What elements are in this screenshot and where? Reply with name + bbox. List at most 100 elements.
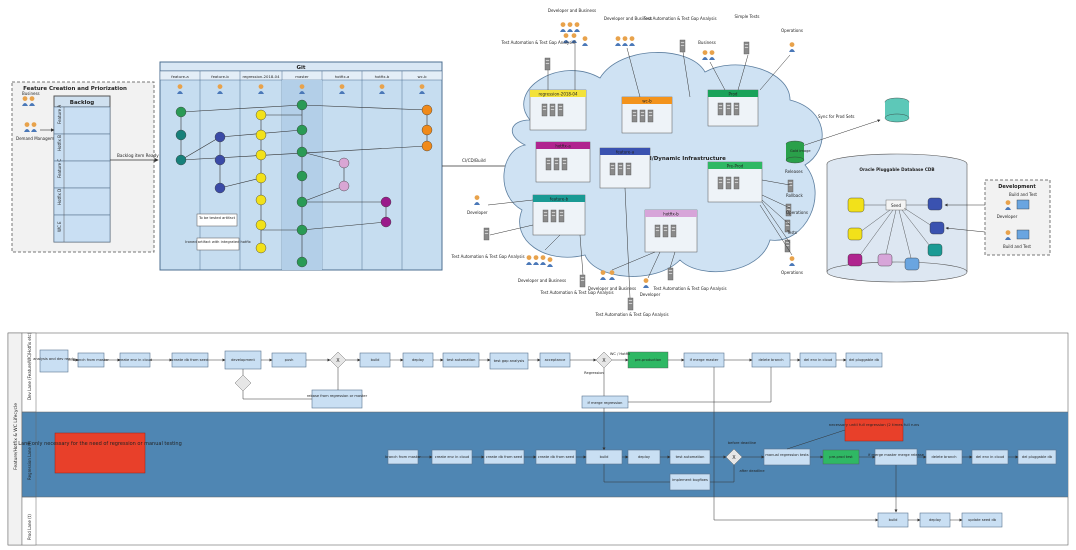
step: deploy <box>638 455 651 459</box>
step: test automation <box>676 455 705 459</box>
git-note-ironed: Ironed artifact with integrated hotfix <box>185 240 251 244</box>
role-label: Operations <box>781 270 803 275</box>
step: if merge regression <box>588 401 623 405</box>
step: create db from seed <box>538 455 574 459</box>
backlog-item: WC E <box>57 221 62 232</box>
env-label: regression-2018-04 <box>539 92 578 97</box>
dev-label: Build and Test <box>1009 192 1037 197</box>
step-note: after deadline <box>739 469 765 473</box>
role-label: Developer and Business <box>518 278 566 283</box>
db-cylinder <box>884 97 910 123</box>
env-box: regression-2018-04 <box>529 89 587 131</box>
lane1-flow: analysis and dev ready branch from maste… <box>33 349 883 409</box>
role-label: Test Automation & Test Gap Analysis <box>500 40 574 45</box>
role-label: Test Automation & Test Gap Analysis <box>450 254 524 259</box>
step: acceptance <box>545 358 567 362</box>
business-label: Business <box>22 91 40 96</box>
step: del env in cloud <box>804 358 833 362</box>
branch-label: regression-2018-04 <box>242 74 280 79</box>
step: test automation <box>447 358 476 362</box>
step: create db from seed <box>486 455 522 459</box>
git-panel: Git feature-a feature-b regression-2018-… <box>159 61 443 271</box>
db-cylinder <box>785 140 805 164</box>
env-label: wc-b <box>642 99 652 104</box>
step: development <box>231 358 255 362</box>
step: deploy <box>412 358 425 362</box>
step: if merge master merge release <box>868 453 925 457</box>
oracle-cdb: Oracle Pluggable Database CDB Seed <box>826 153 968 283</box>
step: create env in cloud <box>435 455 469 459</box>
step: del pluggable db <box>849 358 880 362</box>
branch-label: master <box>295 74 309 79</box>
cloud-title: Cloud/Dynamic Infrastructure <box>634 156 726 162</box>
role-label: Developer <box>640 292 661 297</box>
env-box: hotfix-b <box>644 209 698 253</box>
lane3-flow: build deploy update seed db <box>877 512 1003 528</box>
feature-panel-title: Feature Creation and Priorization <box>23 86 127 92</box>
step: build <box>371 358 380 362</box>
role-label: Releases <box>785 169 803 174</box>
lane-label: Regression Lane (t) <box>27 441 32 480</box>
lane-label: Dev Lane (Feature/WC/Hotfix etc) <box>27 332 32 400</box>
branch-label: wc-b <box>418 74 428 79</box>
backlog-item: Feature C <box>57 159 62 178</box>
step-note: Regression <box>584 371 604 375</box>
step-note: WC / Hotfix <box>610 352 631 356</box>
branch-label: hotfix-a <box>335 74 350 79</box>
role-label: Test Automation & Test Gap Analysis <box>642 16 716 21</box>
step: implement bugfixes <box>672 478 708 482</box>
role-label: Developer and Business <box>548 8 596 13</box>
cdb-title: Oracle Pluggable Database CDB <box>859 167 934 172</box>
role-actors: Developer and Business Test Automation &… <box>450 8 808 317</box>
role-label: Operations <box>786 210 808 215</box>
feature-panel: Feature Creation and Priorization Busine… <box>11 81 155 253</box>
backlog-item: Hotfix B <box>57 135 62 151</box>
sync-label: Sync for Prod Sets <box>818 114 855 119</box>
ci-label: CI/CD/Build <box>462 158 486 163</box>
role-label: Test Automation & Test Gap Analysis <box>594 312 668 317</box>
development-title: Development <box>998 184 1036 190</box>
role-label: Simple Tests <box>735 14 760 19</box>
cloud-infrastructure: Cloud/Dynamic Infrastructure regression-… <box>503 52 823 277</box>
step-note: before deadline <box>728 441 757 445</box>
role-label: Test Automation & Test Gap Analysis <box>652 286 726 291</box>
branch-label: feature-a <box>171 74 188 79</box>
step: del env in cloud <box>976 455 1005 459</box>
step: build <box>889 518 898 522</box>
branch-label: feature-b <box>211 74 229 79</box>
step: delete branch <box>932 455 957 459</box>
step: create env in cloud <box>118 358 152 362</box>
step: branch from master <box>73 358 109 362</box>
development-panel: Development Build and Test Developer Bui… <box>984 179 1051 256</box>
step: deploy <box>929 518 942 522</box>
pool-label: Feature/Hotfix & WC Lifecycle <box>13 403 19 470</box>
demand-label: Demand Management <box>16 136 61 141</box>
seed-label: Seed <box>891 203 901 208</box>
role-label: Test Automation & Test Gap Analysis <box>539 290 613 295</box>
git-note-tested: To be tested artifact <box>198 216 236 220</box>
svg-text:X: X <box>336 358 340 364</box>
step: delete branch <box>759 358 784 362</box>
env-label: feature-a <box>616 150 635 155</box>
gold-image-label: Gold image <box>790 149 811 153</box>
dev-label: Build and Test <box>1003 244 1031 249</box>
lane-label: Prod Lane (t) <box>27 514 32 540</box>
step: create db from seed <box>172 358 208 362</box>
backlog-list: Feature A Hotfix B Feature C Hotfix D WC… <box>53 105 111 243</box>
lane2-flow: Lane only necessary for the need of regr… <box>18 418 1057 491</box>
role-label: Developer and Business <box>604 16 652 21</box>
branch-label: hotfix-b <box>375 74 390 79</box>
step: build <box>600 455 609 459</box>
env-box: hotfix-a <box>535 141 591 183</box>
env-box: wc-b <box>621 96 673 134</box>
role-label: Developer and Business <box>588 286 636 291</box>
svg-text:X: X <box>602 358 606 364</box>
backlog-ready-label: Backlog item Ready <box>117 153 159 158</box>
role-label: Developer <box>467 210 488 215</box>
svg-text:X: X <box>732 455 736 461</box>
role-label: Tests <box>786 230 797 235</box>
step: push <box>285 358 294 362</box>
step: analysis and dev ready <box>33 357 75 361</box>
role-label: Rollback <box>786 193 803 198</box>
